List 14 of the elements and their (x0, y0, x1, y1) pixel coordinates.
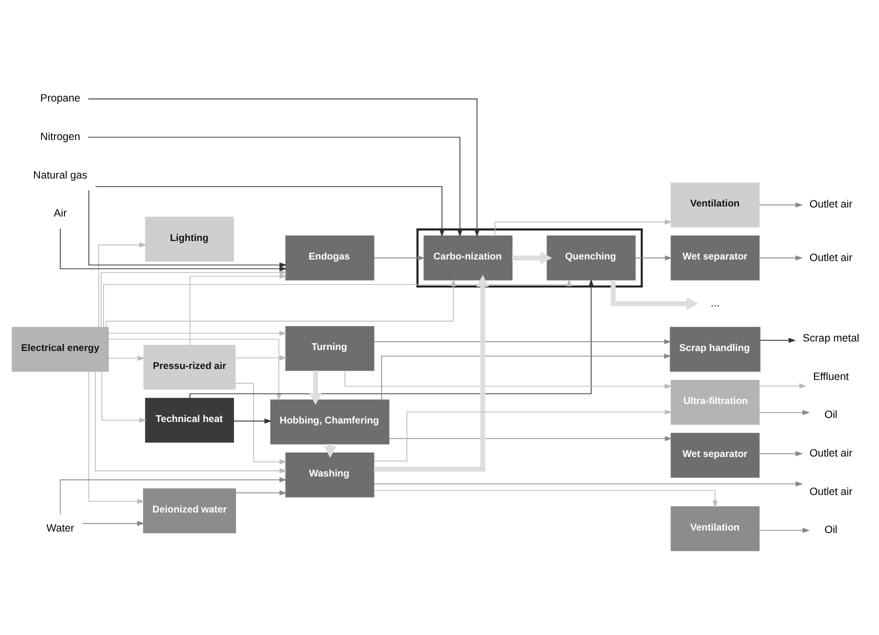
node-text: ... (710, 297, 720, 310)
node-text: Propane (40, 92, 80, 105)
node-text: Outlet air (809, 447, 852, 460)
node-text: Effluent (813, 370, 849, 383)
node-text: Outlet air (809, 486, 852, 498)
node-text: Oil (824, 524, 838, 536)
node-text: Outlet air (809, 252, 852, 264)
node-text: Air (54, 208, 67, 220)
node-text: Water (46, 522, 74, 534)
node-text: Oil (824, 409, 838, 422)
node-text: Scrap metal (802, 332, 860, 344)
node-text: Natural gas (33, 169, 88, 182)
node-text: Outlet air (809, 198, 852, 211)
node-text: Nitrogen (40, 131, 80, 144)
